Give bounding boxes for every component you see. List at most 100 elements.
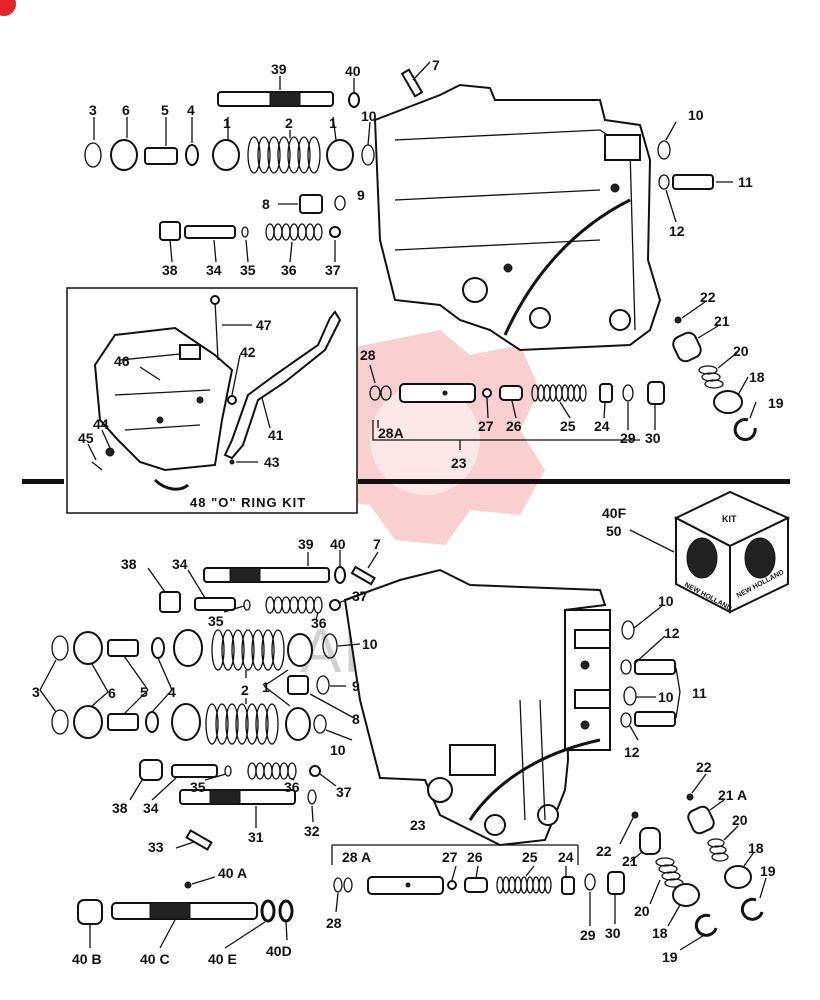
kit-label-40f: 40F — [602, 505, 627, 521]
label-b-11: 11 — [692, 685, 707, 701]
label-b-39: 39 — [298, 536, 314, 552]
top-labels: 39 40 7 3 6 5 4 1 2 1 10 10 11 12 8 9 38… — [89, 57, 784, 471]
label-6: 6 — [122, 102, 130, 118]
bottom-housing — [343, 568, 611, 847]
label-b-18b: 18 — [652, 925, 668, 941]
inset-caption: 48 "O" RING KIT — [190, 495, 306, 510]
bottom-labels: 38 34 39 40 7 37 35 36 10 10 12 3 6 5 4 … — [32, 536, 776, 967]
label-9: 9 — [357, 187, 365, 203]
label-38: 38 — [162, 262, 178, 278]
top-parts — [84, 68, 757, 450]
label-b-23: 23 — [410, 817, 426, 833]
label-18: 18 — [749, 369, 765, 385]
label-b-26: 26 — [467, 849, 483, 865]
label-19: 19 — [768, 395, 784, 411]
label-b-2: 2 — [241, 682, 249, 698]
label-29: 29 — [620, 430, 636, 446]
corner-badge — [0, 0, 16, 16]
label-28: 28 — [360, 347, 376, 363]
label-39: 39 — [271, 61, 287, 77]
label-28a: 28A — [378, 425, 404, 441]
divider-right — [358, 479, 790, 484]
label-47: 47 — [256, 317, 272, 333]
label-36: 36 — [281, 262, 297, 278]
label-3: 3 — [89, 102, 97, 118]
label-45: 45 — [78, 430, 94, 446]
label-b-31: 31 — [248, 829, 264, 845]
label-b-35b: 35 — [190, 779, 206, 795]
label-b-28: 28 — [326, 915, 342, 931]
label-b-21a: 21 A — [718, 787, 747, 803]
label-b-28a: 28 A — [342, 849, 371, 865]
label-b-8: 8 — [352, 711, 360, 727]
label-1a: 1 — [223, 115, 231, 131]
label-b-10-low: 10 — [330, 742, 346, 758]
label-b-6: 6 — [108, 685, 116, 701]
label-b-20a: 20 — [732, 812, 748, 828]
top-housing — [373, 83, 662, 352]
label-b-36b: 36 — [284, 779, 300, 795]
kit-box: KIT NEW HOLLAND NEW HOLLAND 40F 50 — [602, 490, 791, 614]
inset-labels: 47 46 42 41 43 44 45 48 "O" RING KIT — [78, 317, 306, 510]
label-25: 25 — [560, 418, 576, 434]
label-b-4: 4 — [168, 684, 176, 700]
label-b-40c: 40 C — [140, 951, 170, 967]
label-10b: 10 — [688, 107, 704, 123]
label-2: 2 — [285, 115, 293, 131]
label-b-38b: 38 — [112, 800, 128, 816]
label-11: 11 — [738, 174, 753, 190]
label-b-19b: 19 — [662, 949, 678, 965]
label-b-40a: 40 A — [218, 865, 247, 881]
label-b-38: 38 — [121, 556, 137, 572]
label-37: 37 — [325, 262, 341, 278]
label-b-36: 36 — [311, 615, 327, 631]
label-b-10-mid: 10 — [658, 689, 674, 705]
label-b-30: 30 — [605, 925, 621, 941]
label-b-25: 25 — [522, 849, 538, 865]
label-12: 12 — [669, 223, 685, 239]
label-26: 26 — [506, 418, 522, 434]
label-b-22a: 22 — [696, 759, 712, 775]
label-b-37b: 37 — [336, 784, 352, 800]
label-b-40b: 40 B — [72, 951, 102, 967]
label-40: 40 — [345, 63, 361, 79]
label-b-40e: 40 E — [208, 951, 237, 967]
label-42: 42 — [240, 344, 256, 360]
label-22: 22 — [700, 289, 716, 305]
label-b-3: 3 — [32, 684, 40, 700]
o-ring-kit-inset — [66, 287, 358, 514]
label-46: 46 — [114, 353, 130, 369]
label-b-34: 34 — [172, 556, 188, 572]
label-34: 34 — [206, 262, 222, 278]
label-b-18a: 18 — [748, 840, 764, 856]
label-b-21b: 21 — [622, 853, 638, 869]
inset-leaders — [87, 324, 271, 463]
label-43: 43 — [264, 454, 280, 470]
kit-face-text: KIT — [722, 514, 737, 524]
label-b-10a: 10 — [362, 636, 378, 652]
label-20: 20 — [733, 343, 749, 359]
label-b-29: 29 — [580, 927, 596, 943]
top-leaders — [93, 61, 757, 430]
label-23: 23 — [451, 455, 467, 471]
label-b-12a: 12 — [664, 625, 680, 641]
label-24: 24 — [594, 418, 610, 434]
label-21: 21 — [714, 313, 730, 329]
label-b-35: 35 — [208, 613, 224, 629]
label-7: 7 — [432, 57, 440, 73]
label-30: 30 — [645, 430, 661, 446]
label-b-7: 7 — [373, 536, 381, 552]
label-b-12b: 12 — [624, 744, 640, 760]
label-b-24: 24 — [558, 849, 574, 865]
label-4: 4 — [187, 102, 195, 118]
label-1b: 1 — [329, 115, 337, 131]
label-b-10-top: 10 — [658, 593, 674, 609]
label-b-32: 32 — [304, 823, 320, 839]
divider-left — [22, 479, 64, 484]
bottom-leaders — [39, 550, 767, 951]
label-27: 27 — [478, 418, 494, 434]
label-35: 35 — [240, 262, 256, 278]
label-b-20b: 20 — [634, 903, 650, 919]
label-44: 44 — [93, 416, 109, 432]
